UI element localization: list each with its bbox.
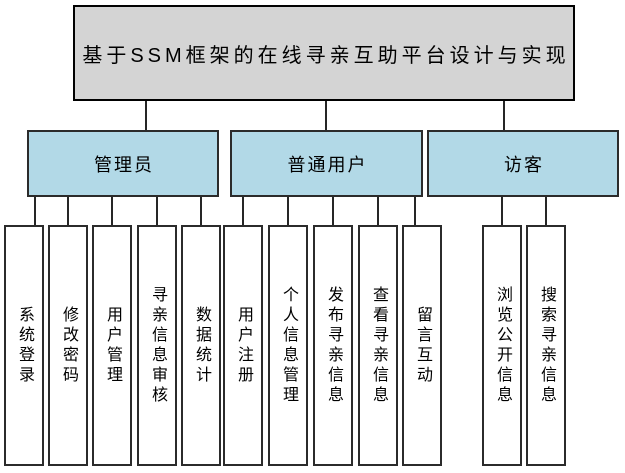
group-node: 普通用户 [230,130,423,197]
connector-line [34,197,36,225]
connector-line [156,197,158,225]
connector-line [242,197,244,225]
leaf-node-label: 查看寻亲信息 [370,285,387,406]
connector-line [111,197,113,225]
connector-line [501,197,503,225]
group-node-label: 管理员 [94,154,154,175]
leaf-node-label: 用户管理 [104,305,121,386]
group-node-label: 访客 [504,154,544,175]
group-node: 访客 [427,130,619,197]
leaf-node: 搜索寻亲信息 [526,225,566,466]
connector-line [325,101,327,130]
connector-line [200,197,202,225]
leaf-node: 浏览公开信息 [482,225,522,466]
leaf-node: 留言互动 [402,225,442,466]
leaf-node-label: 修改密码 [60,305,77,386]
leaf-node: 用户管理 [92,225,132,466]
connector-line [67,197,69,225]
leaf-node-label: 发布寻亲信息 [325,285,342,406]
leaf-node-label: 留言互动 [414,305,431,386]
leaf-node-label: 用户注册 [235,305,252,386]
connector-line [503,101,505,130]
leaf-node-label: 系统登录 [16,305,33,386]
leaf-node-label: 搜索寻亲信息 [538,285,555,406]
leaf-node: 个人信息管理 [268,225,308,466]
group-node-label: 普通用户 [287,154,368,175]
connector-line [377,197,379,225]
leaf-node-label: 寻亲信息审核 [149,285,166,406]
connector-line [332,197,334,225]
leaf-node-label: 个人信息管理 [280,285,297,406]
connector-line [414,197,416,225]
leaf-node: 修改密码 [48,225,88,466]
root-node-label: 基于SSM框架的在线寻亲互助平台设计与实现 [82,44,570,67]
leaf-node-label: 浏览公开信息 [494,285,511,406]
root-node: 基于SSM框架的在线寻亲互助平台设计与实现 [73,5,575,101]
leaf-node: 发布寻亲信息 [313,225,353,466]
leaf-node: 数据统计 [181,225,221,466]
connector-line [287,197,289,225]
leaf-node: 寻亲信息审核 [137,225,177,466]
leaf-node: 用户注册 [223,225,263,466]
connector-line [145,101,147,130]
leaf-node: 系统登录 [4,225,44,466]
connector-line [545,197,547,225]
leaf-node: 查看寻亲信息 [358,225,398,466]
leaf-node-label: 数据统计 [193,305,210,386]
group-node: 管理员 [27,130,219,197]
